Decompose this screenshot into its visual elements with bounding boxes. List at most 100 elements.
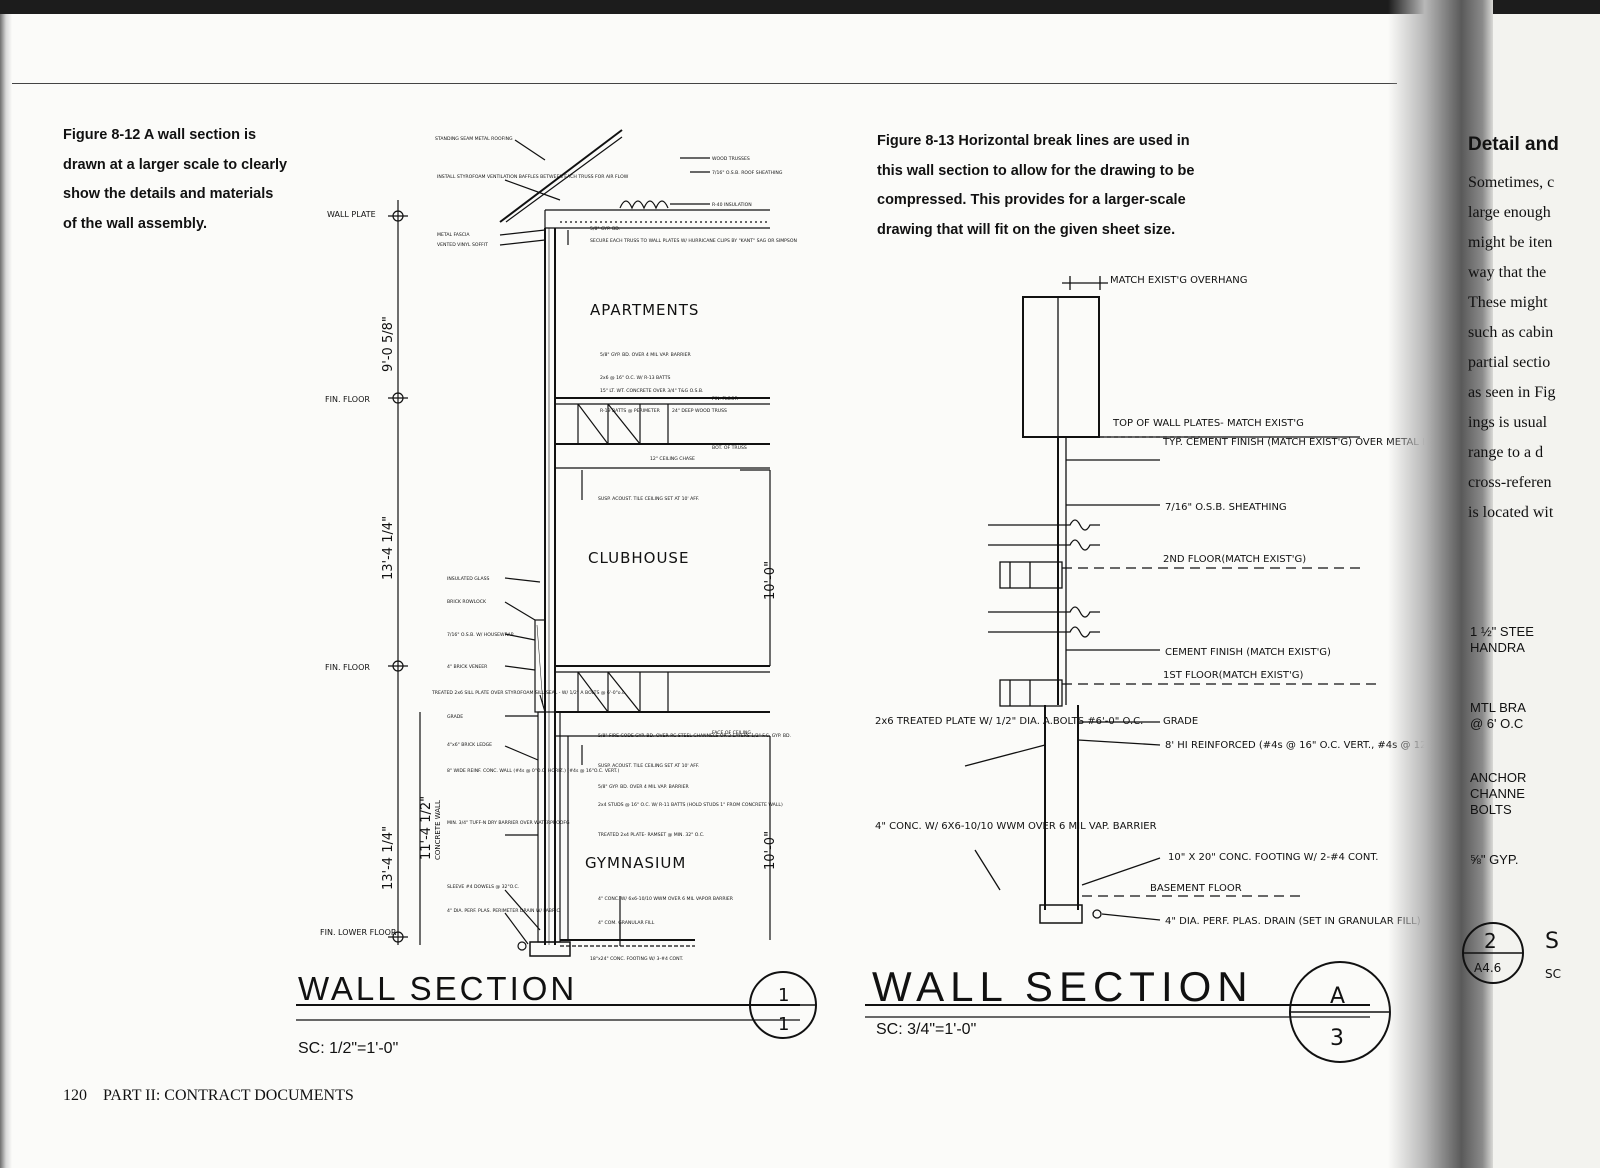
note-text: FIN. FLOOR xyxy=(712,396,739,402)
note-text: STANDING SEAM METAL ROOFING xyxy=(435,136,513,142)
note-text: TOP OF WALL PLATES- MATCH EXIST'G xyxy=(1112,418,1304,429)
concrete-wall-label: CONCRETE WALL xyxy=(434,800,442,860)
note-text: 8" WIDE REINF. CONC. WALL (#4s @ 0"O.C. … xyxy=(447,768,619,774)
sheet-number-1: 1 xyxy=(778,1014,789,1035)
note-text: 4" CONC. W/ 6x6-10/10 WWM OVER 6 MIL VAP… xyxy=(598,896,734,902)
note-text: 2x4 STUDS @ 16" O.C. W/ R-11 BATTS (HOLD… xyxy=(598,802,783,808)
page-number: 120 xyxy=(63,1087,87,1104)
note-text: SUSP. ACOUST. TILE CEILING SET AT 10' AF… xyxy=(598,763,699,769)
page-footer: 120 PART II: CONTRACT DOCUMENTS xyxy=(63,1087,354,1105)
note-text: TREATED 2x6 SILL PLATE OVER STYROFOAM SI… xyxy=(431,690,626,696)
figure-8-13-caption: Figure 8-13 Horizontal break lines are u… xyxy=(877,127,1194,245)
dimension-label: 11'-4 1/2" xyxy=(419,796,434,860)
note-text: 5/8" FIRE CODE GYP. BD. OVER RC STEEL CH… xyxy=(598,733,791,739)
caption-line: drawn at a larger scale to clearly xyxy=(63,156,288,173)
scan-left-edge xyxy=(0,14,12,1168)
right-drawing-label: HANDRA xyxy=(1470,640,1525,655)
note-text: 4" CONC. W/ 6X6-10/10 WWM OVER 6 MIL VAP… xyxy=(875,821,1157,832)
dimension-label: 9'-0 5/8" xyxy=(381,316,396,372)
right-page-line: such as cabin xyxy=(1468,324,1554,341)
note-text: 2x6 TREATED PLATE W/ 1/2" DIA. A.BOLTS #… xyxy=(875,716,1143,727)
right-page-line: is located wit xyxy=(1468,504,1554,521)
note-text: INSULATED GLASS xyxy=(447,576,490,582)
note-text: GRADE xyxy=(1163,716,1198,727)
note-text: 10" X 20" CONC. FOOTING W/ 2-#4 CONT. xyxy=(1168,852,1378,863)
right-drawing-label: 1 ½" STEE xyxy=(1470,624,1534,639)
header-rule xyxy=(12,83,1397,84)
right-page-line: large enough xyxy=(1468,204,1551,221)
note-text: BOT. OF TRUSS xyxy=(712,445,747,451)
dimension-label: 13'-4 1/4" xyxy=(381,516,396,580)
dimension-label: 10'-0" xyxy=(763,561,778,600)
note-text: GRADE xyxy=(447,714,463,720)
note-text: 2ND FLOOR(MATCH EXIST'G) xyxy=(1163,554,1306,565)
figure-8-12-caption: Figure 8-12 A wall section is drawn at a… xyxy=(63,121,287,239)
bubble-number: 2 xyxy=(1484,929,1497,953)
note-text: VENTED VINYL SOFFIT xyxy=(437,242,488,248)
part-title: PART II: CONTRACT DOCUMENTS xyxy=(103,1087,354,1104)
note-text: SUSP. ACOUST. TILE CEILING SET AT 10' AF… xyxy=(598,496,699,502)
dimension-label: 10'-0" xyxy=(763,831,778,870)
note-text: 4" DIA. PERF. PLAS. PERIMETER DRAIN W/ F… xyxy=(447,908,560,914)
caption-line: drawing that will fit on the given sheet… xyxy=(877,221,1176,238)
right-page-line: Sometimes, c xyxy=(1468,174,1555,191)
note-text: 7/16" O.S.B. W/ HOUSEWRAP xyxy=(447,632,514,638)
note-text: 12" CEILING CHASE xyxy=(650,456,695,462)
right-page-line: ings is usual xyxy=(1468,414,1548,431)
level-label: FIN. FLOOR xyxy=(325,395,370,404)
right-page-line: These might xyxy=(1468,294,1548,311)
level-label: FIN. LOWER FLOOR xyxy=(320,928,397,937)
bubble-title: S xyxy=(1545,929,1559,954)
note-text: SECURE EACH TRUSS TO WALL PLATES W/ HURR… xyxy=(590,238,797,244)
note-text: WOOD TRUSSES xyxy=(712,156,750,162)
wall-section-title-1: WALL SECTION xyxy=(298,970,577,1007)
right-page-line: might be iten xyxy=(1468,234,1553,251)
level-label: WALL PLATE xyxy=(327,210,376,219)
room-label-gymnasium: GYMNASIUM xyxy=(585,854,686,872)
caption-line: of the wall assembly. xyxy=(63,215,207,232)
note-text: 7/16" O.S.B. SHEATHING xyxy=(1165,502,1287,513)
scale-label-1: SC: 1/2"=1'-0" xyxy=(298,1040,398,1057)
note-text: 8' HI REINFORCED (#4s @ 16" O.C. VERT., … xyxy=(1165,740,1600,751)
right-page-line: partial sectio xyxy=(1468,354,1551,371)
right-drawing-label: MTL BRA xyxy=(1470,700,1526,715)
level-label: FIN. FLOOR xyxy=(325,663,370,672)
note-text: SLEEVE #4 DOWELS @ 32"O.C. xyxy=(447,884,519,890)
note-text: MATCH EXIST'G OVERHANG xyxy=(1110,275,1248,286)
right-page-line: cross-referen xyxy=(1468,474,1552,491)
detail-number-1: 1 xyxy=(778,985,789,1006)
note-text: R-40 INSULATION xyxy=(712,202,752,208)
note-text: FACE OF CEILING xyxy=(712,730,751,736)
note-text: MIN. 3/4" TUFF-N DRY BARRIER OVER WATERP… xyxy=(447,820,570,826)
caption-line: compressed. This provides for a larger-s… xyxy=(877,192,1186,208)
detail-letter-2: A xyxy=(1330,984,1345,1009)
scale-label-2: SC: 3/4"=1'-0" xyxy=(876,1021,976,1038)
note-text: 18"x24" CONC. FOOTING W/ 3-#4 CONT. xyxy=(590,956,683,962)
right-page-line: as seen in Fig xyxy=(1468,384,1556,401)
book-gutter xyxy=(1388,0,1493,1168)
note-text: BASEMENT FLOOR xyxy=(1150,883,1242,894)
caption-line: Figure 8-13 Horizontal break lines are u… xyxy=(877,133,1190,149)
right-page-line: way that the xyxy=(1468,264,1547,281)
note-text: 7/16" O.S.B. ROOF SHEATHING xyxy=(712,170,783,176)
caption-line: this wall section to allow for the drawi… xyxy=(877,162,1195,179)
bubble-sheet: A4.6 xyxy=(1474,961,1501,975)
note-text: METAL FASCIA xyxy=(437,232,470,238)
right-page-line: range to a d xyxy=(1468,444,1544,461)
right-page xyxy=(1493,14,1600,1168)
right-drawing-label: ANCHOR xyxy=(1470,770,1527,785)
note-text: BRICK ROWLOCK xyxy=(447,599,487,605)
note-text: 4" COM. GRANULAR FILL xyxy=(598,920,655,926)
caption-line: Figure 8-12 A wall section is xyxy=(63,127,257,143)
note-text: 4" BRICK VENEER xyxy=(447,664,488,670)
wall-section-title-2: WALL SECTION xyxy=(872,963,1254,1010)
right-drawing-label: ⅝" GYP. xyxy=(1470,852,1519,867)
note-text: R-19 BATTS @ PERIMETER xyxy=(600,408,661,414)
dimension-label: 13'-4 1/4" xyxy=(381,826,396,890)
right-drawing-label: BOLTS xyxy=(1470,802,1512,817)
right-drawing-label: CHANNE xyxy=(1470,786,1525,801)
right-page-heading: Detail and xyxy=(1468,134,1559,155)
